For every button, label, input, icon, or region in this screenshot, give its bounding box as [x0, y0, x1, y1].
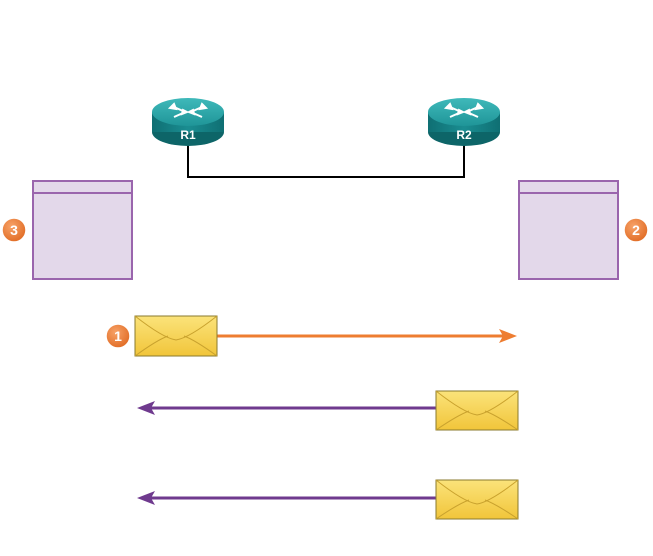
- envelope-icon: [435, 390, 519, 431]
- request-arrow-head: [499, 329, 517, 343]
- left-table: [32, 180, 133, 280]
- reply-arrow-2-head: [137, 491, 155, 505]
- envelope-icon: [134, 315, 218, 357]
- step-badge-2-number: 2: [632, 222, 640, 238]
- router-arrows-icon: [443, 102, 485, 118]
- step-badge-1-number: 1: [114, 328, 122, 344]
- step-badge-1: 1: [105, 323, 131, 349]
- reply-arrow-1: [137, 401, 436, 415]
- step-badge-3: 3: [1, 217, 27, 243]
- step-badge-3-number: 3: [10, 222, 18, 238]
- envelope-icon: [435, 479, 519, 520]
- reply-arrow-1-head: [137, 401, 155, 415]
- router-r2[interactable]: R2: [428, 98, 500, 146]
- router-r1-label: R1: [180, 128, 196, 142]
- request-arrow: [217, 329, 517, 343]
- reply-arrow-2: [137, 491, 436, 505]
- router-link: [187, 140, 465, 178]
- router-r1[interactable]: R1: [152, 98, 224, 146]
- right-table: [518, 180, 619, 280]
- router-r2-label: R2: [456, 128, 472, 142]
- step-badge-2: 2: [623, 217, 649, 243]
- router-arrows-icon: [167, 102, 209, 118]
